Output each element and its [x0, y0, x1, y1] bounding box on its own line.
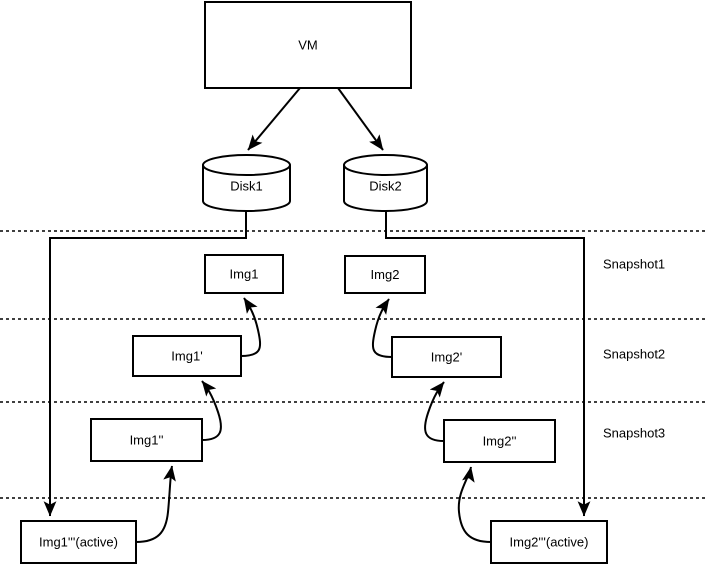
- node-label-img1ppp: Img1'''(active): [39, 534, 118, 549]
- node-box: [132, 335, 242, 377]
- node-img2pp[interactable]: Img2'': [443, 419, 556, 463]
- edge-disk2-to-img2ppp: [385, 211, 591, 517]
- node-img1pp[interactable]: Img1'': [90, 418, 203, 462]
- node-box: [443, 419, 556, 463]
- node-label-vm: VM: [298, 37, 318, 52]
- node-box: [204, 254, 284, 294]
- node-disk2[interactable]: Disk2: [343, 154, 428, 212]
- node-label-img1p: Img1': [171, 348, 202, 363]
- node-img1ppp[interactable]: Img1'''(active): [20, 520, 137, 564]
- node-box: [20, 520, 137, 564]
- node-box: [344, 255, 426, 294]
- snapshot-label-1: Snapshot1: [603, 256, 665, 271]
- snapshot-label-2: Snapshot2: [603, 346, 665, 361]
- node-disk1[interactable]: Disk1: [202, 154, 291, 212]
- node-label-img1pp: Img1'': [130, 432, 164, 447]
- node-vm[interactable]: VM: [204, 1, 412, 89]
- edge-vm-to-disk2: [337, 87, 384, 151]
- node-box: [204, 1, 412, 89]
- node-label-img2pp: Img2'': [483, 433, 517, 448]
- edge-disk1-to-img1ppp: [43, 211, 247, 517]
- node-box: [391, 336, 502, 378]
- snapshot-label-3: Snapshot3: [603, 425, 665, 440]
- node-label-disk1: Disk1: [230, 178, 263, 193]
- node-box: [490, 520, 608, 564]
- node-label-img1: Img1: [230, 266, 259, 281]
- edge-img2pp-to-img2p: [424, 381, 445, 442]
- node-box: [90, 418, 203, 462]
- node-label-img2: Img2: [371, 267, 400, 282]
- cylinder-top-ellipse: [202, 164, 291, 176]
- edge-img2ppp-to-img2pp: [457, 466, 492, 543]
- node-img1[interactable]: Img1: [204, 254, 284, 294]
- edge-img1p-to-img1: [240, 297, 261, 357]
- node-img2ppp[interactable]: Img2'''(active): [490, 520, 608, 564]
- node-img2p[interactable]: Img2': [391, 336, 502, 378]
- cylinder-top-ellipse: [343, 164, 428, 176]
- node-label-img2p: Img2': [431, 349, 462, 364]
- edge-img1pp-to-img1p: [201, 380, 222, 441]
- node-label-img2ppp: Img2'''(active): [510, 534, 589, 549]
- edge-vm-to-disk1: [247, 87, 301, 151]
- edge-img2p-to-img2: [372, 298, 393, 358]
- snapshot-dividers: [0, 230, 708, 499]
- edge-img1ppp-to-img1pp: [135, 465, 176, 543]
- edges-layer: [43, 87, 591, 543]
- node-label-disk2: Disk2: [369, 178, 402, 193]
- node-img2[interactable]: Img2: [344, 255, 426, 294]
- node-img1p[interactable]: Img1': [132, 335, 242, 377]
